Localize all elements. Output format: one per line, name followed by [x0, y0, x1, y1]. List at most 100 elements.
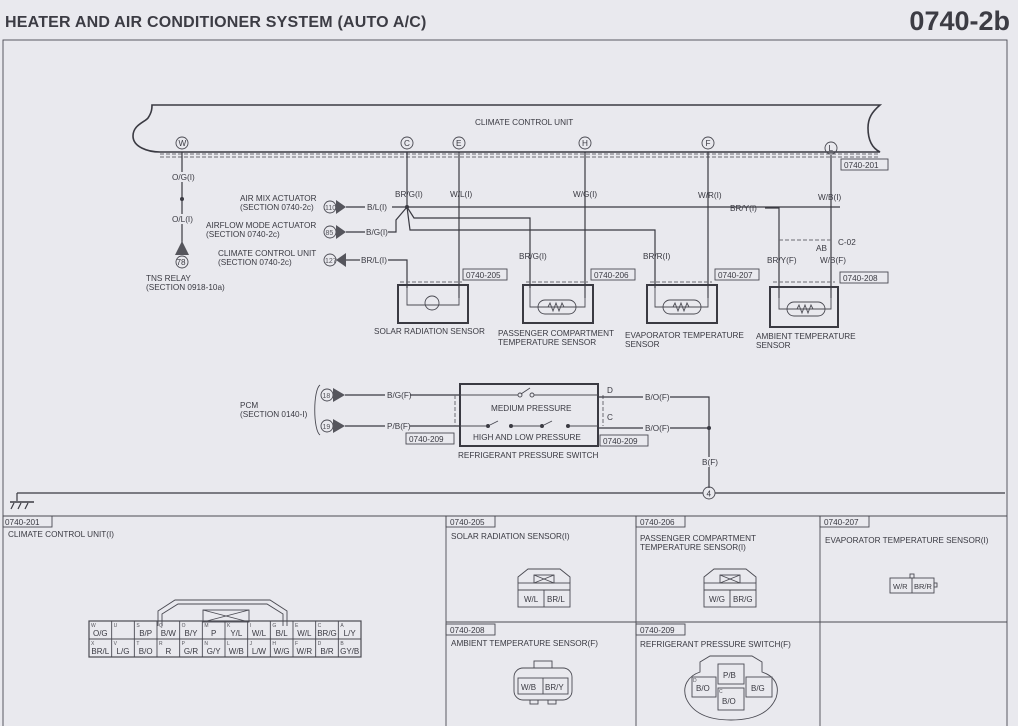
high-low-pressure-label: HIGH AND LOW PRESSURE — [473, 433, 581, 442]
pressure-pin-bo-c: B/O — [722, 697, 736, 706]
evaporator-ref: 0740-207 — [718, 271, 753, 280]
ccu-pin-label: U — [114, 623, 118, 629]
pcm-pin-18: 18 — [323, 393, 331, 400]
ccu-connector-ref: 0740-201 — [844, 161, 879, 170]
joint-c02-pins: AB — [816, 244, 827, 253]
evaporator-pin-brr: BR/R — [914, 582, 933, 591]
actuator-references: AIR MIX ACTUATOR (SECTION 0740-2c) 110 A… — [206, 194, 346, 267]
terminal-d: D — [607, 386, 613, 395]
ccu-pin-wire: O/G — [93, 629, 108, 638]
ccu-pin-wire: B/P — [139, 629, 152, 638]
climate-control-unit-block: CLIMATE CONTROL UNIT 0740-201 — [132, 104, 889, 171]
pressure-switch-name: REFRIGERANT PRESSURE SWITCH — [458, 451, 599, 460]
ccu-pin-wire: BR/L — [91, 647, 109, 656]
pressure-pin-bo-d: B/O — [696, 684, 710, 693]
ccu-pin-label: R — [159, 641, 163, 647]
terminal-c: C — [404, 139, 410, 148]
ccu-pin-label: E — [295, 623, 299, 629]
ccu-pin-label: K — [227, 623, 231, 629]
ambient-ref: 0740-208 — [843, 274, 878, 283]
airflow-section: (SECTION 0740-2c) — [206, 230, 280, 239]
page-number: 0740-2b — [909, 6, 1010, 36]
pcm-label: PCM — [240, 401, 258, 410]
ground-icon — [24, 502, 29, 510]
ambient-name2: SENSOR — [756, 341, 791, 350]
medium-pressure-label: MEDIUM PRESSURE — [491, 404, 572, 413]
ccu-pin-wire: B/W — [161, 629, 177, 638]
ambient-pin-bry: BR/Y — [545, 683, 564, 692]
sensor-wiring: B/L(I) B/G(I) BR/L(I) BR/G(I) W/L(I) W/G… — [346, 152, 856, 298]
passenger-name: PASSENGER COMPARTMENT — [498, 329, 614, 338]
wire-og: O/G(I) — [172, 173, 195, 182]
passenger-panel-title2: TEMPERATURE SENSOR(I) — [640, 543, 746, 552]
wire-brl-i: BR/L(I) — [361, 256, 387, 265]
ccu-pin-label: V — [114, 641, 118, 647]
ccu-pin-label: G — [272, 623, 276, 629]
ccu-pin-wire: B/L — [276, 629, 289, 638]
solar-name: SOLAR RADIATION SENSOR — [374, 327, 485, 336]
wire-brg-i: BR/G(I) — [395, 190, 423, 199]
passenger-name2: TEMPERATURE SENSOR — [498, 338, 596, 347]
ccu-pin-wire: GY/B — [340, 647, 359, 656]
pressure-ref-left: 0740-209 — [409, 435, 444, 444]
sensor-solar: 0740-205 SOLAR RADIATION SENSOR — [374, 268, 508, 336]
ccu-pin-wire: B/R — [320, 647, 334, 656]
airflow-label: AIRFLOW MODE ACTUATOR — [206, 221, 316, 230]
sensor-passenger: 0740-206 PASSENGER COMPARTMENT TEMPERATU… — [498, 268, 636, 347]
wire-bg-f: B/G(F) — [387, 391, 412, 400]
ccu-pin-wire: L/W — [252, 647, 267, 656]
airflow-pin: 85 — [326, 230, 334, 237]
thermistor-icon — [793, 303, 819, 315]
ccu-pin-wire: R — [165, 647, 171, 656]
pressure-pinlabel-d: D — [693, 678, 697, 684]
air-mix-pin: 110 — [325, 205, 336, 212]
ccu-ref-label: CLIMATE CONTROL UNIT — [218, 249, 316, 258]
ccu-pin-wire: L/G — [117, 647, 130, 656]
ground-circuit: 4 — [10, 486, 1005, 510]
ccu-pin-wire: W/L — [252, 629, 267, 638]
pressure-pin-bg: B/G — [751, 684, 765, 693]
ambient-connector-panel: 0740-208 AMBIENT TEMPERATURE SENSOR(F) W… — [445, 623, 598, 705]
terminal-f: F — [706, 139, 711, 148]
ccu-ref-pin: 127 — [325, 258, 337, 265]
ccu-pin-wire: P — [211, 629, 216, 638]
passenger-pin-brg: BR/G — [733, 595, 753, 604]
photodiode-icon — [424, 295, 440, 311]
ambient-name: AMBIENT TEMPERATURE — [756, 332, 856, 341]
solar-pin-wl: W/L — [524, 595, 539, 604]
tns-relay-connector-icon — [175, 241, 189, 255]
wire-ol: O/L(I) — [172, 215, 193, 224]
ccu-pin-label: P — [182, 641, 186, 647]
terminal-c-switch: C — [607, 413, 613, 422]
pressure-switch-circuit: PCM (SECTION 0140-I) 18 19 B/G(F) P/B(F)… — [240, 383, 718, 488]
thermistor-icon — [669, 301, 695, 313]
switch-medium-icon — [520, 387, 531, 395]
pcm-section: (SECTION 0140-I) — [240, 410, 308, 419]
terminal-e: E — [456, 139, 462, 148]
ccu-pin-label: I — [250, 623, 251, 629]
air-mix-label: AIR MIX ACTUATOR — [240, 194, 317, 203]
terminal-l: L — [829, 144, 834, 153]
tns-relay-pin: 78 — [177, 258, 187, 267]
ccu-pin-label: O — [182, 623, 186, 629]
joint-c02-label: C-02 — [838, 238, 856, 247]
ccu-pin-wire: G/Y — [207, 647, 221, 656]
ccu-pin-label: A — [340, 623, 344, 629]
ccu-pin-label: H — [272, 641, 276, 647]
pressure-pinlabel-c: C — [719, 689, 723, 695]
ccu-panel-title: CLIMATE CONTROL UNIT(I) — [8, 530, 114, 539]
solar-connector-panel: 0740-205 SOLAR RADIATION SENSOR(I) W/L B… — [445, 515, 571, 608]
pressure-panel-ref: 0740-209 — [640, 626, 675, 635]
refrigerant-pressure-switch-box — [459, 383, 599, 447]
ccu-pin-label: C — [318, 623, 322, 629]
wire-bry-f: BR/Y(F) — [767, 256, 797, 265]
ground-point-label: 4 — [707, 490, 712, 499]
wire-bo-f2: B/O(F) — [645, 424, 670, 433]
solar-panel-title: SOLAR RADIATION SENSOR(I) — [451, 532, 570, 541]
ccu-pin-wire: W/G — [274, 647, 290, 656]
wire-bry-i: BR/Y(I) — [730, 204, 757, 213]
ccu-pin-label: J — [250, 641, 253, 647]
wire-wl-i: W/L(I) — [450, 190, 473, 199]
